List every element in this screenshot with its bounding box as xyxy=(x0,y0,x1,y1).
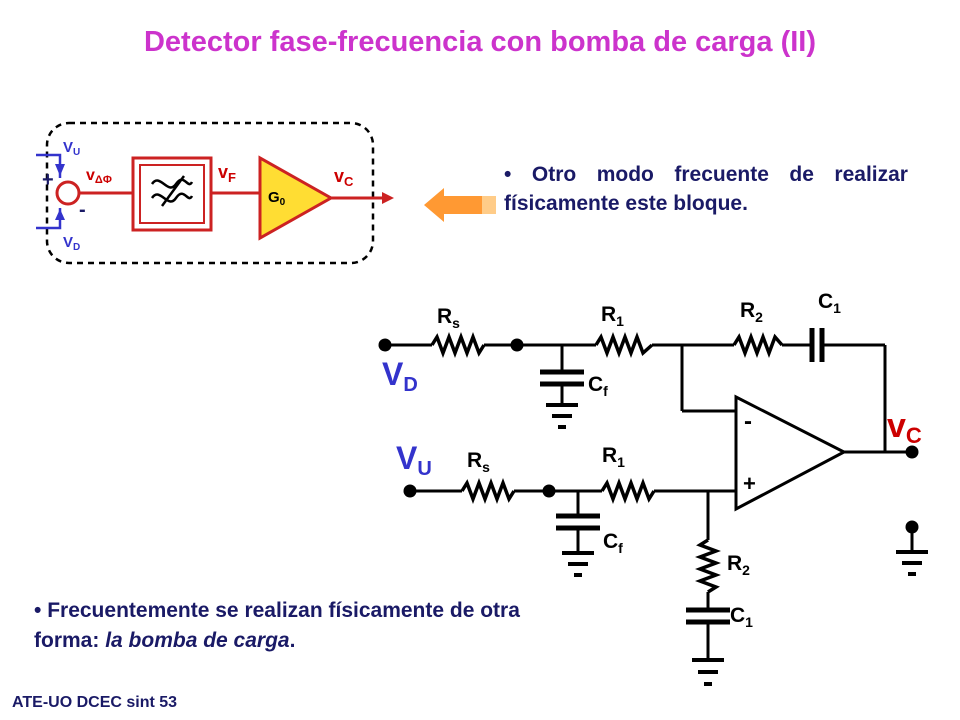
label-rs-top: Rs xyxy=(437,305,460,331)
block-diagram: + - VU VD vΔΦ vF G0 xyxy=(36,121,394,265)
opamp-icon xyxy=(734,394,848,512)
loop-filter-block xyxy=(131,156,213,232)
label-vd: VD xyxy=(382,356,418,396)
resistor-r1-bottom-icon xyxy=(600,478,656,504)
opamp-plus-sign: + xyxy=(743,471,756,496)
label-c1-bottom: C1 xyxy=(730,604,753,630)
label-vu: VU xyxy=(396,440,432,480)
resistor-rs-top-icon xyxy=(430,332,486,358)
bullet-bottom: • Frecuentemente se realizan físicamente… xyxy=(34,596,574,656)
bullet-top: • Otro modo frecuente de realizar física… xyxy=(504,160,908,218)
vd-terminal xyxy=(378,338,392,352)
bottom-branch-wires xyxy=(410,450,914,660)
output-arrow-icon xyxy=(382,192,394,204)
resistor-r2-top-icon xyxy=(732,332,784,358)
block-g0-label: G0 xyxy=(268,189,286,208)
ground-output-icon xyxy=(896,550,928,576)
charge-pump-filter-circuit: - + Rs R1 R2 C1 Cf VD VU vC Rs R1 xyxy=(378,290,928,686)
capacitor-c1-bottom-icon xyxy=(686,607,730,625)
resistor-rs-bottom-icon xyxy=(460,478,516,504)
vc-terminal xyxy=(905,445,919,459)
capacitor-cf-top-icon xyxy=(540,369,584,387)
bullet-top-text: Otro modo frecuente de realizar físicame… xyxy=(504,163,908,215)
label-r1-top: R1 xyxy=(601,303,624,329)
resistor-r2-bottom-icon xyxy=(695,538,721,594)
arrow-down-icon xyxy=(55,164,65,176)
left-arrow-icon xyxy=(424,188,490,222)
gain-amplifier-icon xyxy=(258,155,335,241)
label-cf-bottom: Cf xyxy=(603,530,623,556)
ground-terminal xyxy=(905,520,919,534)
bullet-bottom-text: Frecuentemente se realizan físicamente d… xyxy=(34,599,520,652)
capacitor-cf-bottom-icon xyxy=(556,513,600,531)
label-r1-bottom: R1 xyxy=(602,444,625,470)
block-dashed-frame xyxy=(45,121,375,265)
summing-node-icon xyxy=(55,180,81,206)
slide-title: Detector fase-frecuencia con bomba de ca… xyxy=(143,26,817,58)
ground-c1-bottom-icon xyxy=(692,658,724,686)
left-arrow-tail-icon xyxy=(482,196,496,214)
resistor-r1-top-icon xyxy=(594,332,654,358)
ground-cf-top-icon xyxy=(546,403,578,429)
label-vc: vC xyxy=(887,407,922,448)
label-r2-bottom: R2 xyxy=(727,552,750,578)
block-minus-sign: - xyxy=(79,199,86,221)
block-vphi-label: vΔΦ xyxy=(86,167,112,186)
label-cf-top: Cf xyxy=(588,373,608,399)
top-branch-wires xyxy=(385,343,887,452)
opamp-minus-sign: - xyxy=(744,408,752,435)
block-plus-sign: + xyxy=(42,169,54,191)
bullet-bottom-italic: la bomba de carga xyxy=(105,629,290,652)
footer-label: ATE-UO DCEC sint 53 xyxy=(12,694,178,711)
label-c1-top: C1 xyxy=(818,290,841,316)
block-vd-label: VD xyxy=(63,234,80,253)
block-vc-label: vC xyxy=(334,166,354,189)
capacitor-c1-top-icon xyxy=(809,328,825,362)
label-rs-bottom: Rs xyxy=(467,449,490,475)
ground-cf-bottom-icon xyxy=(562,551,594,577)
bullet-marker: • xyxy=(34,599,42,622)
arrow-up-icon xyxy=(55,209,65,220)
vu-terminal xyxy=(403,484,417,498)
bullet-marker: • xyxy=(504,163,512,186)
bullet-bottom-end: . xyxy=(289,629,296,652)
block-vf-label: vF xyxy=(218,162,236,185)
node-dot-top xyxy=(510,338,524,352)
filter-symbol-icon xyxy=(150,175,194,207)
node-dot-bottom xyxy=(542,484,556,498)
label-r2-top: R2 xyxy=(740,299,763,325)
block-vu-label: VU xyxy=(63,139,80,158)
